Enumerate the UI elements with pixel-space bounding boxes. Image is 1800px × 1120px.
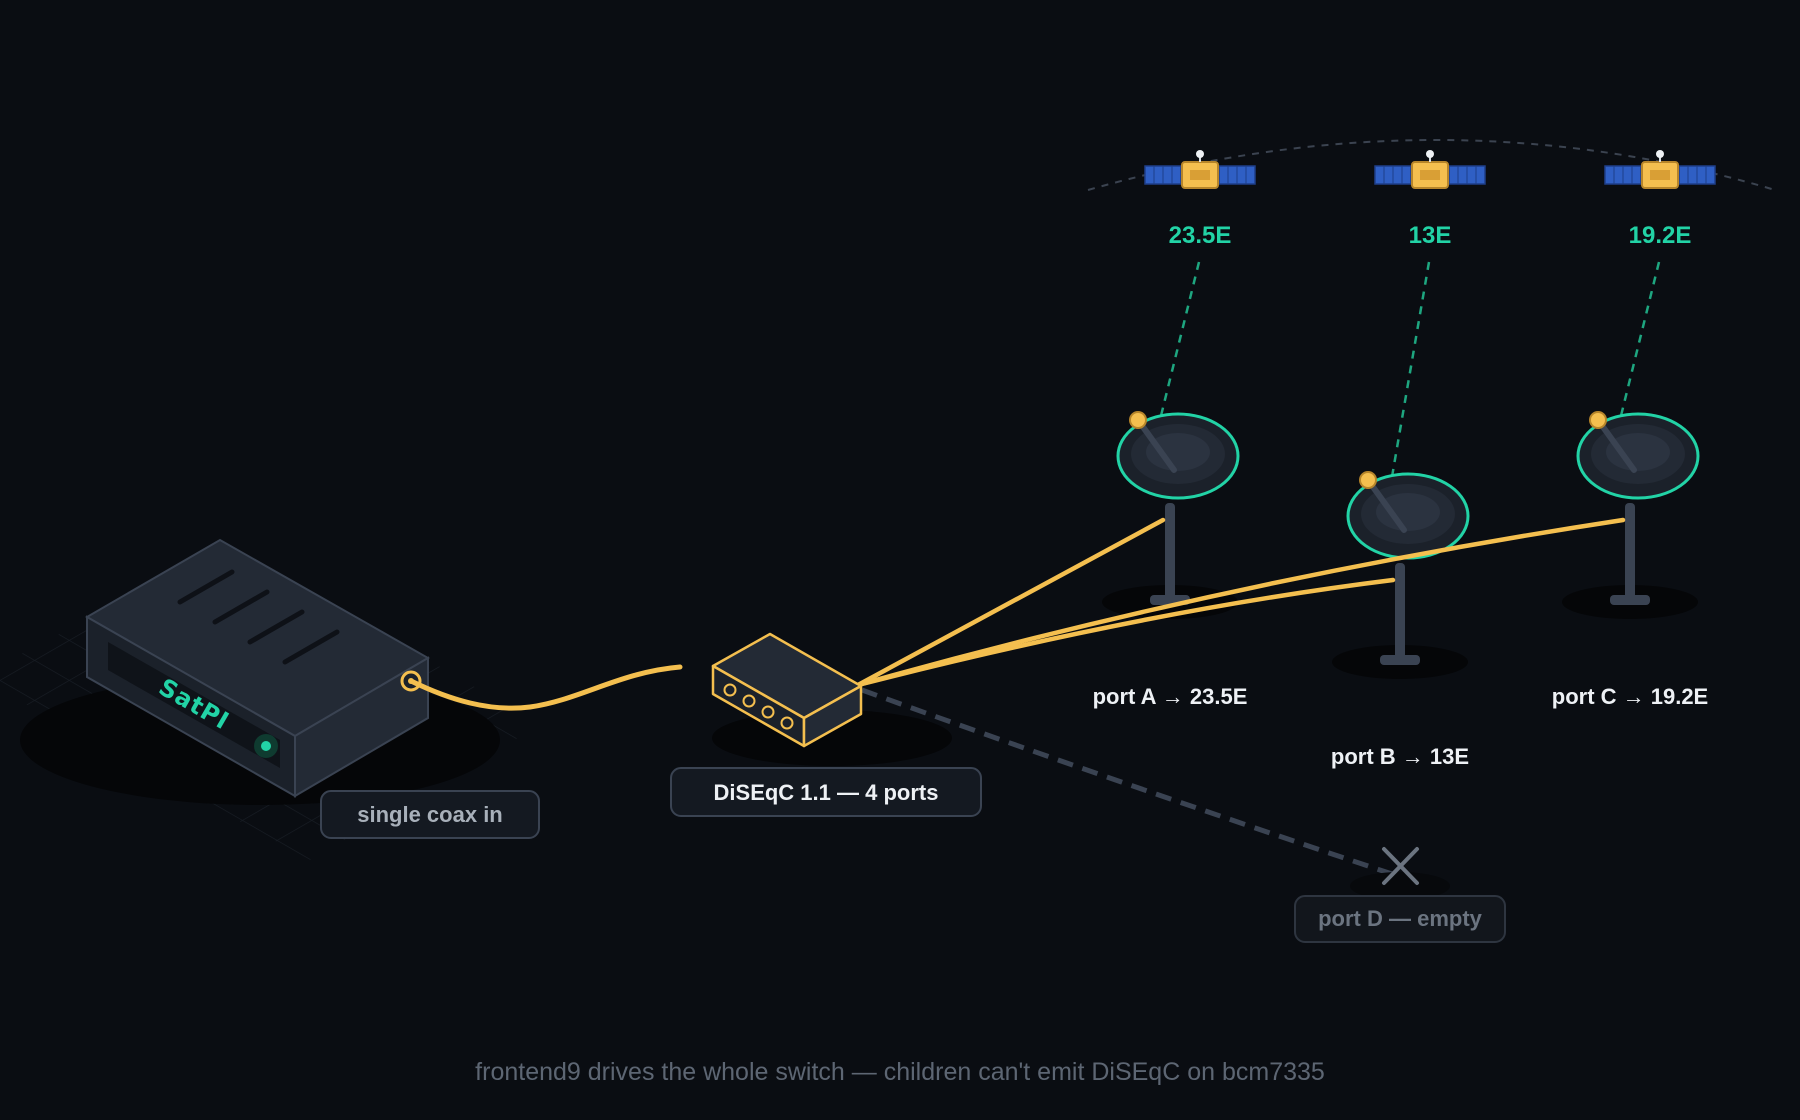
port-b-label: port B → 13E (1331, 744, 1469, 769)
receiver-input-label: single coax in (357, 802, 503, 827)
satellite-13e (1374, 150, 1486, 189)
port-d-label: port D — empty (1318, 906, 1483, 931)
empty-port-x-icon (1350, 847, 1450, 900)
satellite-dish-c (1562, 411, 1700, 619)
cable-port-d (861, 687, 1396, 878)
satellite-dish-b (1332, 471, 1470, 679)
receiver-input-pill: single coax in (320, 790, 540, 839)
satellite-label-13e: 13E (1409, 222, 1452, 249)
cable-port-c (855, 517, 1626, 688)
satellite-label-235e: 23.5E (1169, 222, 1232, 249)
port-d-pill: port D — empty (1294, 895, 1506, 943)
cable-port-a (855, 517, 1166, 688)
satellite-192e (1604, 150, 1716, 189)
satellite-235e (1144, 150, 1256, 189)
switch-label-pill: DiSEqC 1.1 — 4 ports (670, 767, 982, 817)
beam-192e (1613, 261, 1661, 441)
diseqc-switch (711, 632, 863, 748)
coax-cable-in (408, 664, 683, 711)
status-led-icon (254, 734, 278, 758)
satellite-dish-a (1102, 411, 1240, 619)
port-a-label: port A → 23.5E (1093, 684, 1248, 709)
beam-13e (1386, 261, 1431, 501)
beam-235e (1153, 261, 1201, 441)
satellite-label-192e: 19.2E (1629, 222, 1692, 249)
diagram-caption: frontend9 drives the whole switch — chil… (475, 1058, 1325, 1086)
satpi-receiver: SatPI (84, 538, 431, 798)
port-c-label: port C → 19.2E (1552, 684, 1708, 709)
switch-label: DiSEqC 1.1 — 4 ports (714, 780, 939, 805)
